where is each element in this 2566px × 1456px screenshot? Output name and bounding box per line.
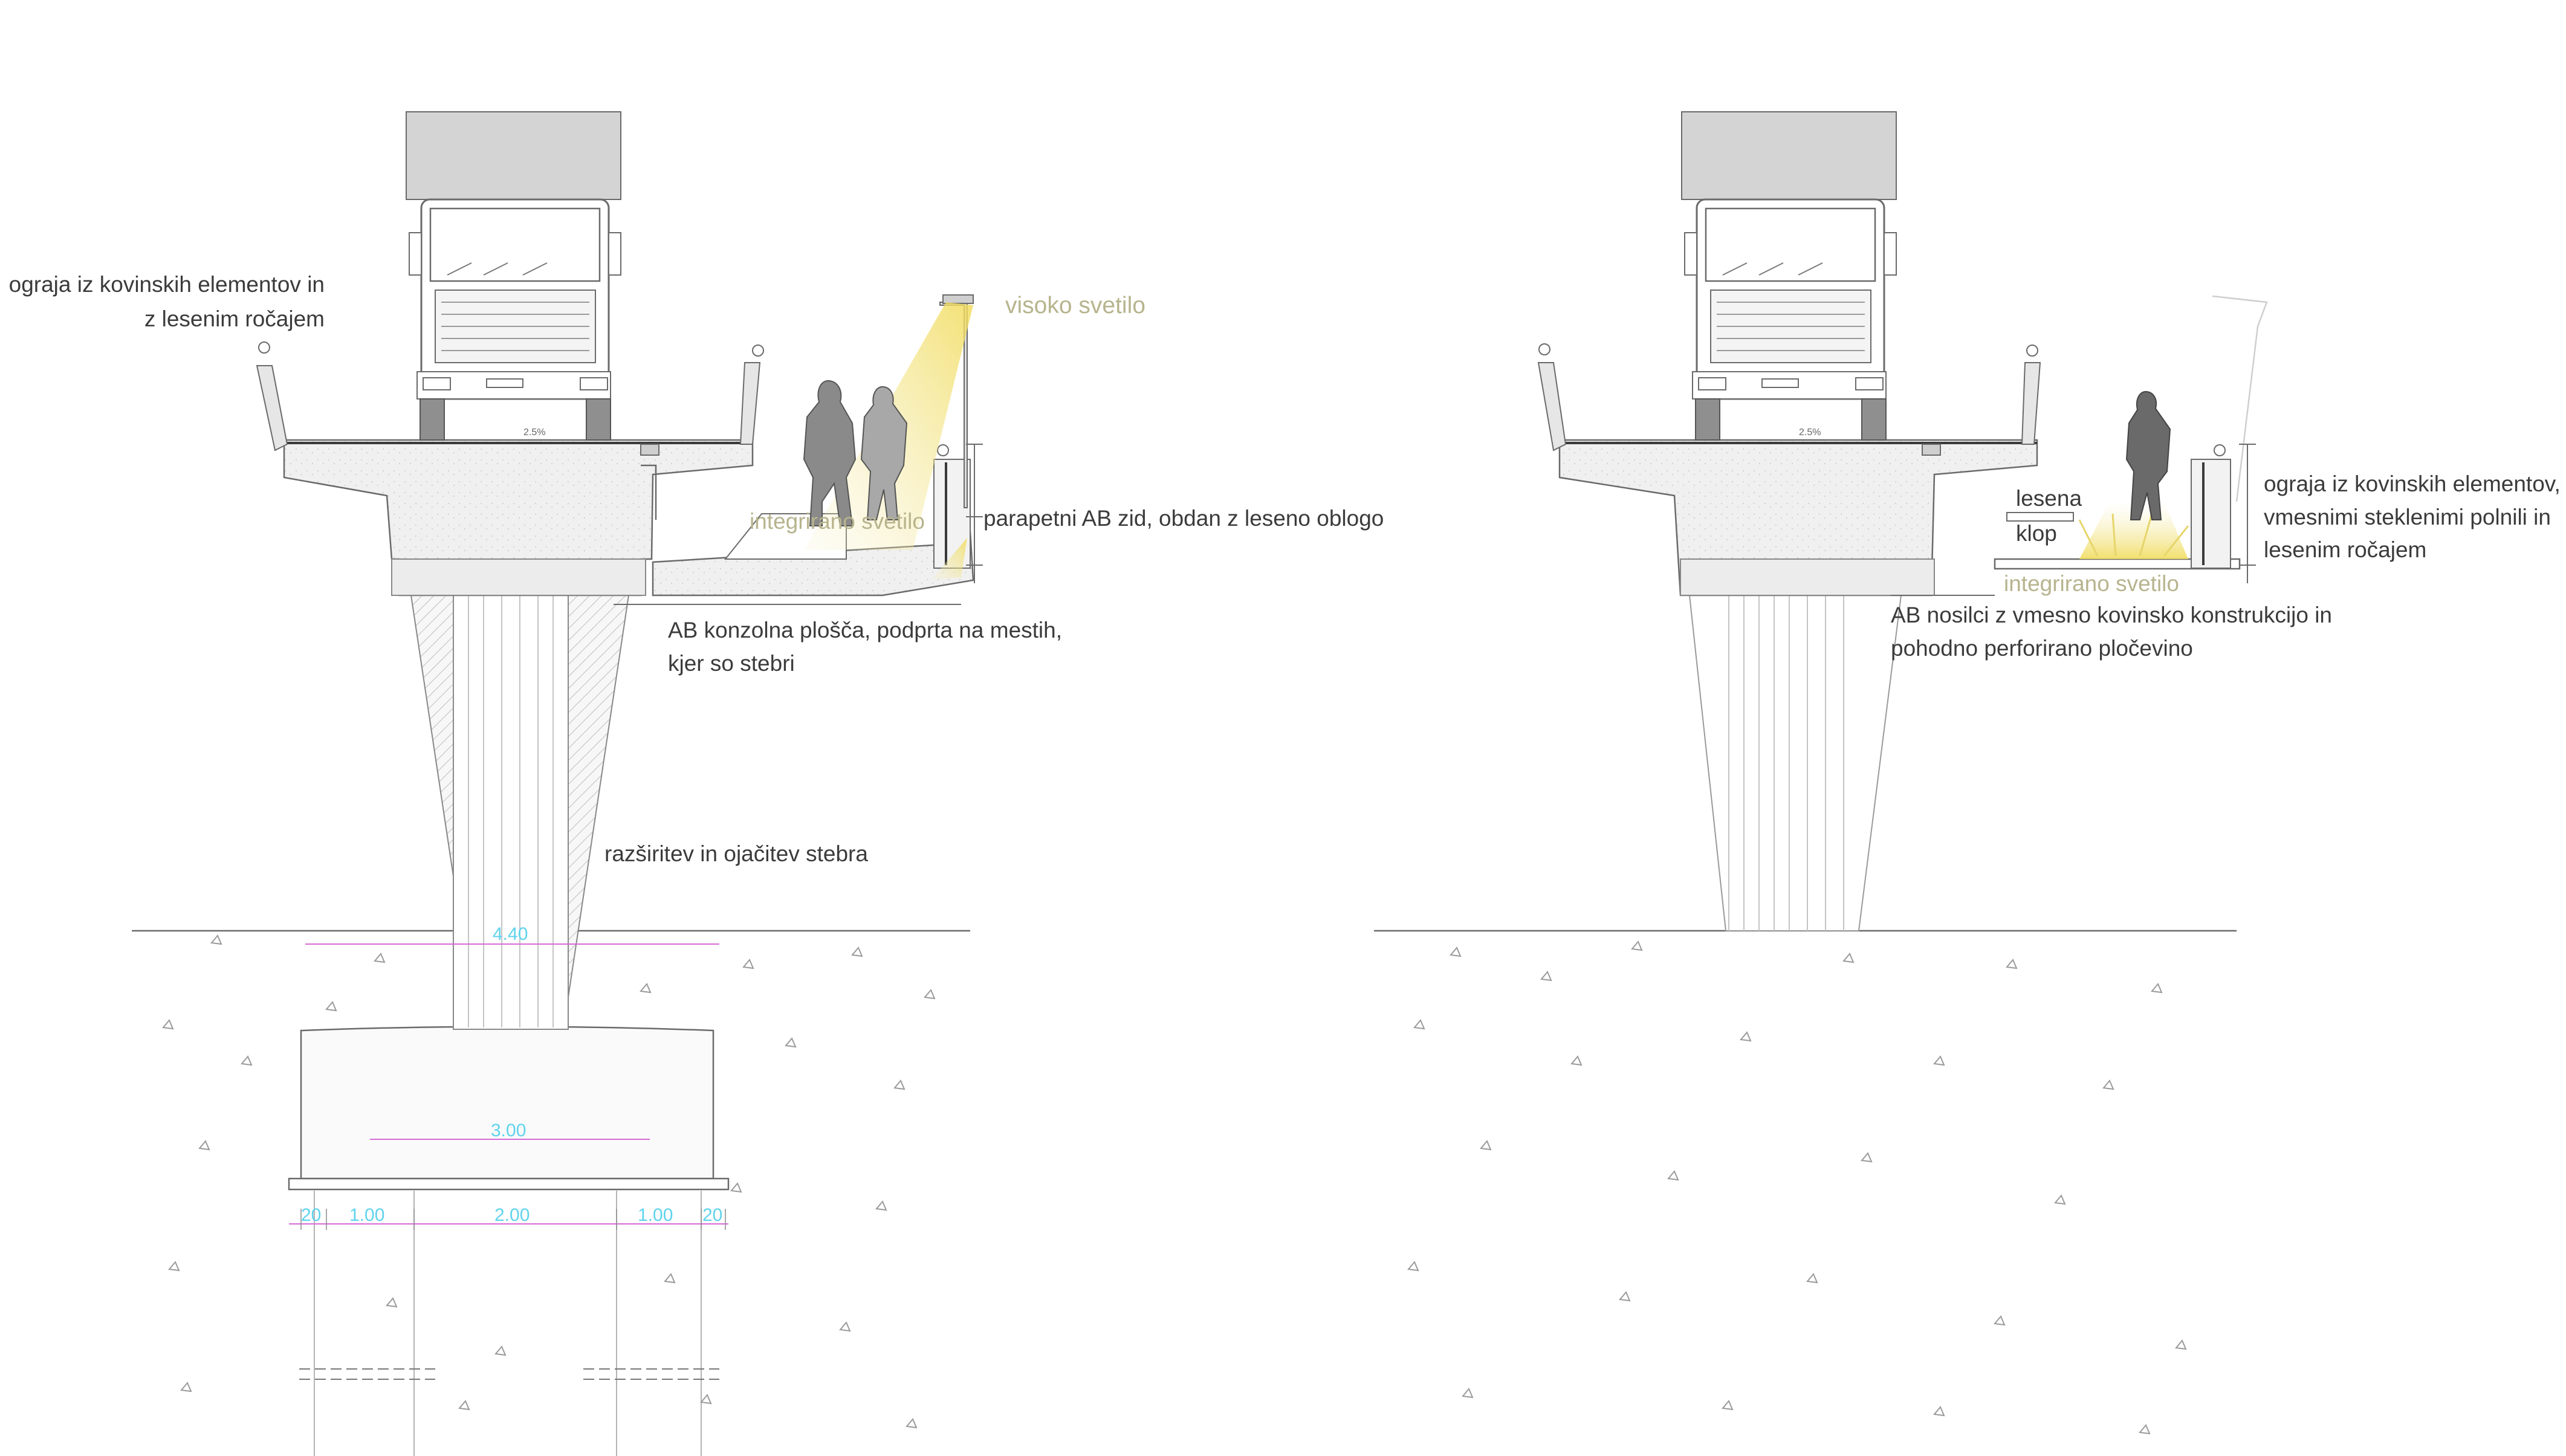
label-cantilever: AB konzolna plošča, podprta na mestih, [668,618,1062,642]
column-lines [1728,595,1844,931]
dimension-d1: 20 [301,1205,321,1225]
right-section: 2.5% ograja iz kovinskih elementov, vmes… [1374,111,2561,1435]
light-rays [2078,513,2189,557]
label-beams-2: pohodno perforirano pločevino [1891,636,2193,661]
lean-concrete [288,1177,730,1191]
handrail-icon [2214,444,2226,456]
label-railing: ograja iz kovinskih elementov, [2264,471,2561,496]
truck-icon [1681,111,1897,441]
dimension-footing: 3.00 [491,1121,526,1141]
dimension-d4: 1.00 [638,1205,673,1225]
label-railing: ograja iz kovinskih elementov in [9,272,325,297]
deck-beam [391,558,646,596]
railing-left [256,365,288,451]
left-section: 2.5% 4.40 3.00 20 1.00 2.00 1.00 20 ogra… [9,111,1384,1456]
slope-label: 2.5% [523,427,545,438]
railing-inner [2021,362,2041,445]
column [1688,595,1902,931]
pile-break-marks [299,1368,719,1380]
bench [2006,512,2074,522]
pedestrian-icon [2125,390,2171,520]
soil-texture [1407,940,2187,1435]
handrail-icon [752,345,764,357]
label-integrated-light: integrirano svetilo [2004,571,2179,596]
deck-beam [1680,558,1935,596]
railing-left [1537,362,1567,451]
light-cone-integrated [931,538,967,580]
truck-icon [406,111,621,441]
label-bench: lesena [2016,486,2082,511]
label-railing-2: z lesenim ročajem [144,306,325,331]
label-bench-2: klop [2016,521,2057,546]
label-cantilever-2: kjer so stebri [668,651,795,676]
column-lines [468,595,554,1027]
handrail-icon [258,341,270,354]
handrail-icon [2026,345,2038,357]
slope-label: 2.5% [1799,427,1821,438]
railing-inner [739,362,761,445]
label-parapet: parapetni AB zid, obdan z leseno oblogo [983,506,1384,531]
label-high-light: visoko svetilo [1005,293,1145,319]
parapet-wall [933,459,971,569]
dimension-d2: 1.00 [349,1205,384,1225]
label-beams: AB nosilci z vmesno kovinsko konstrukcij… [1891,603,2332,627]
handrail-icon [937,444,949,456]
drain-inlet [1922,444,1941,456]
lamp-head [942,294,974,304]
drain-inlet [640,444,659,456]
column-widening-left [410,595,454,877]
dimension-column: 4.40 [493,924,528,944]
column [453,595,569,1030]
label-railing-3: lesenim ročajem [2264,537,2426,562]
dimension-d3: 2.00 [494,1205,530,1225]
label-column: razširitev in ojačitev stebra [604,841,868,866]
railing-outer [2191,459,2231,569]
column-widening-right [568,595,630,998]
label-integrated-light: integrirano svetilo [750,509,925,534]
footing [300,1026,714,1180]
label-railing-2: vmesnimi steklenimi polnili in [2264,505,2551,529]
pedestrians-icon [803,380,908,526]
dimension-d5: 20 [702,1205,722,1225]
lamp-outline [2212,295,2268,502]
drain-pipe [641,464,657,520]
handrail-icon [1538,343,1550,355]
